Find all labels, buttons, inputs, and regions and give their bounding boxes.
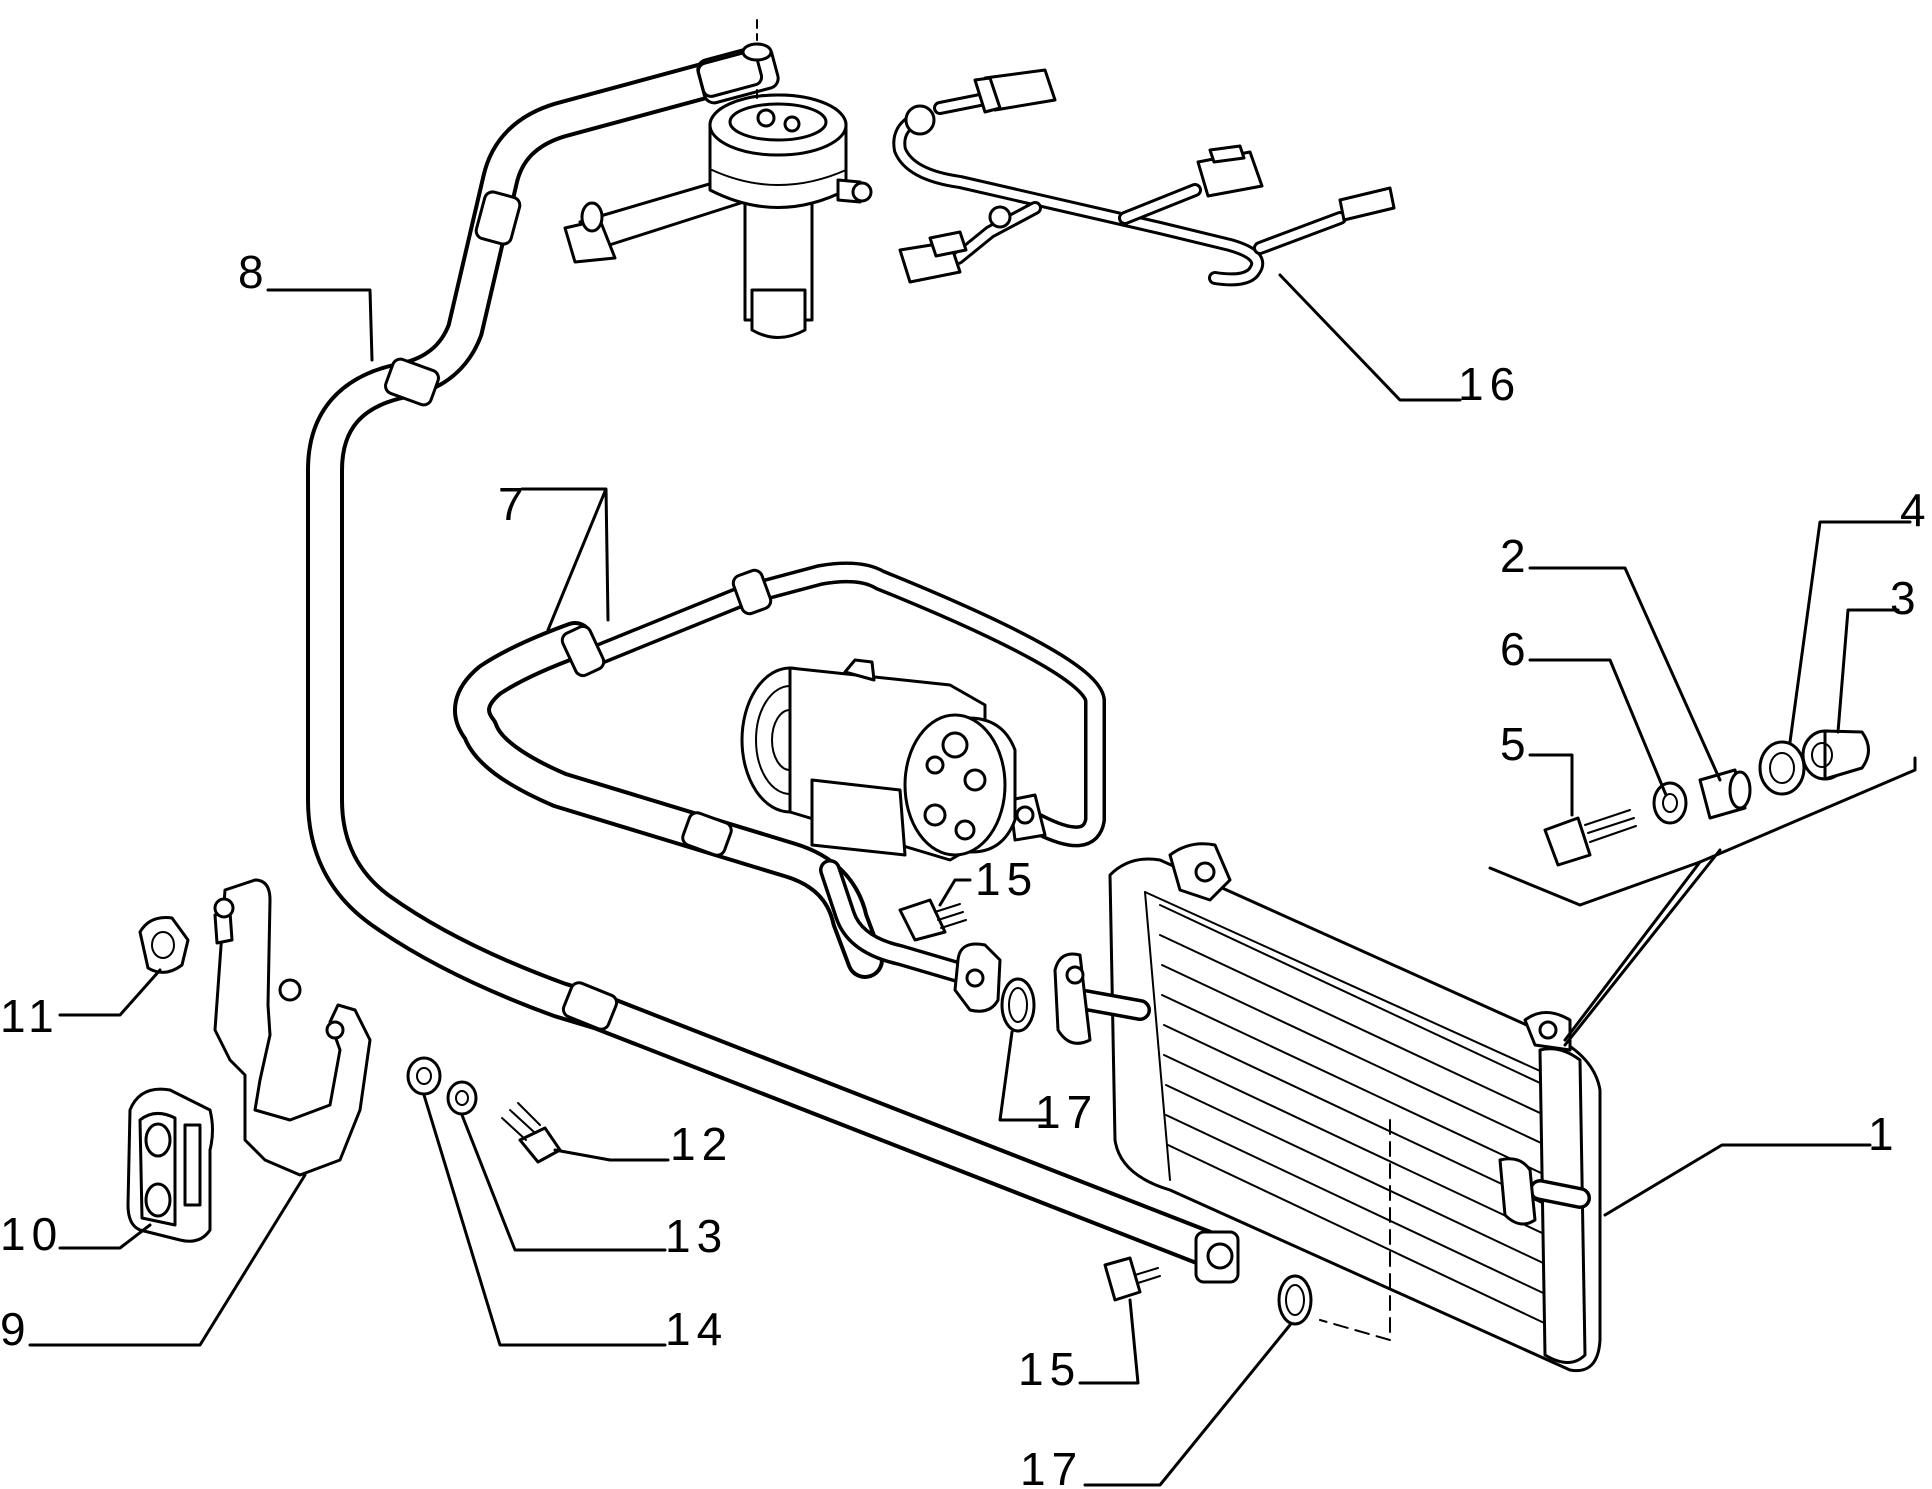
- leader-4: [1788, 520, 1912, 744]
- part-8-main-pipe: [306, 42, 1240, 1284]
- hardware-group-pointer-2: [1563, 848, 1722, 1047]
- part-17-o-ring-upper: [1000, 977, 1036, 1033]
- label-10: 10: [0, 1208, 63, 1260]
- part-2-spacer: [1698, 768, 1752, 820]
- leader-13: [460, 1113, 667, 1252]
- hardware-group-pointer: [1563, 860, 1702, 1042]
- leader-16: [1278, 273, 1462, 402]
- leader-1: [1603, 1143, 1872, 1217]
- label-6: 6: [1500, 623, 1532, 675]
- part-17-o-ring-lower: [1277, 1274, 1313, 1326]
- label-5: 5: [1500, 718, 1532, 770]
- part-11-nut: [138, 916, 190, 974]
- leader-2: [1528, 566, 1722, 782]
- label-14: 14: [665, 1303, 728, 1355]
- leader-17-lower: [1083, 1323, 1292, 1487]
- label-13: 13: [665, 1210, 728, 1262]
- label-9: 9: [0, 1303, 32, 1355]
- part-3-bushing: [1801, 729, 1870, 781]
- leader-8: [266, 288, 374, 362]
- leader-3: [1836, 608, 1900, 734]
- label-8: 8: [238, 246, 270, 298]
- part-7-suction-pipe: [453, 561, 1106, 1013]
- part-12-bolt: [501, 1102, 562, 1164]
- leader-11: [58, 968, 162, 1017]
- leader-7: [520, 487, 610, 632]
- part-9-bracket: [213, 878, 372, 1177]
- leader-17-upper: [998, 1030, 1050, 1122]
- label-2: 2: [1500, 530, 1532, 582]
- label-11: 11: [0, 990, 60, 1042]
- part-5-bolt: [1543, 809, 1637, 867]
- receiver-dryer: [563, 19, 873, 339]
- leader-6: [1528, 658, 1668, 797]
- label-3: 3: [1890, 572, 1922, 624]
- leader-15-upper: [938, 878, 972, 907]
- part-16-wiring-harness: [892, 68, 1396, 287]
- label-1: 1: [1868, 1108, 1900, 1160]
- part-6-washer: [1652, 781, 1688, 825]
- part-13-washer: [446, 1080, 478, 1116]
- label-12: 12: [670, 1118, 733, 1170]
- label-17-lower: 17: [1020, 1443, 1083, 1489]
- part-15-bolt-upper: [898, 898, 967, 942]
- label-15-upper: 15: [975, 853, 1038, 905]
- leader-10: [58, 1223, 152, 1250]
- leader-14: [422, 1093, 667, 1347]
- leader-5: [1528, 753, 1574, 817]
- label-15-lower: 15: [1018, 1343, 1081, 1395]
- compressor: [740, 658, 1017, 862]
- leader-15-lower: [1078, 1298, 1140, 1385]
- part-15-bolt-lower: [1103, 1256, 1161, 1302]
- part-4-grommet: [1758, 740, 1806, 796]
- label-4: 4: [1900, 484, 1932, 536]
- leader-12: [553, 1148, 670, 1162]
- label-17-upper: 17: [1035, 1086, 1098, 1138]
- leader-9: [28, 1173, 307, 1347]
- label-16: 16: [1458, 358, 1521, 410]
- part-10-clamp: [126, 1087, 214, 1243]
- part-1-condenser: [1053, 842, 1602, 1373]
- label-7: 7: [498, 478, 530, 530]
- part-14-washer: [406, 1056, 442, 1096]
